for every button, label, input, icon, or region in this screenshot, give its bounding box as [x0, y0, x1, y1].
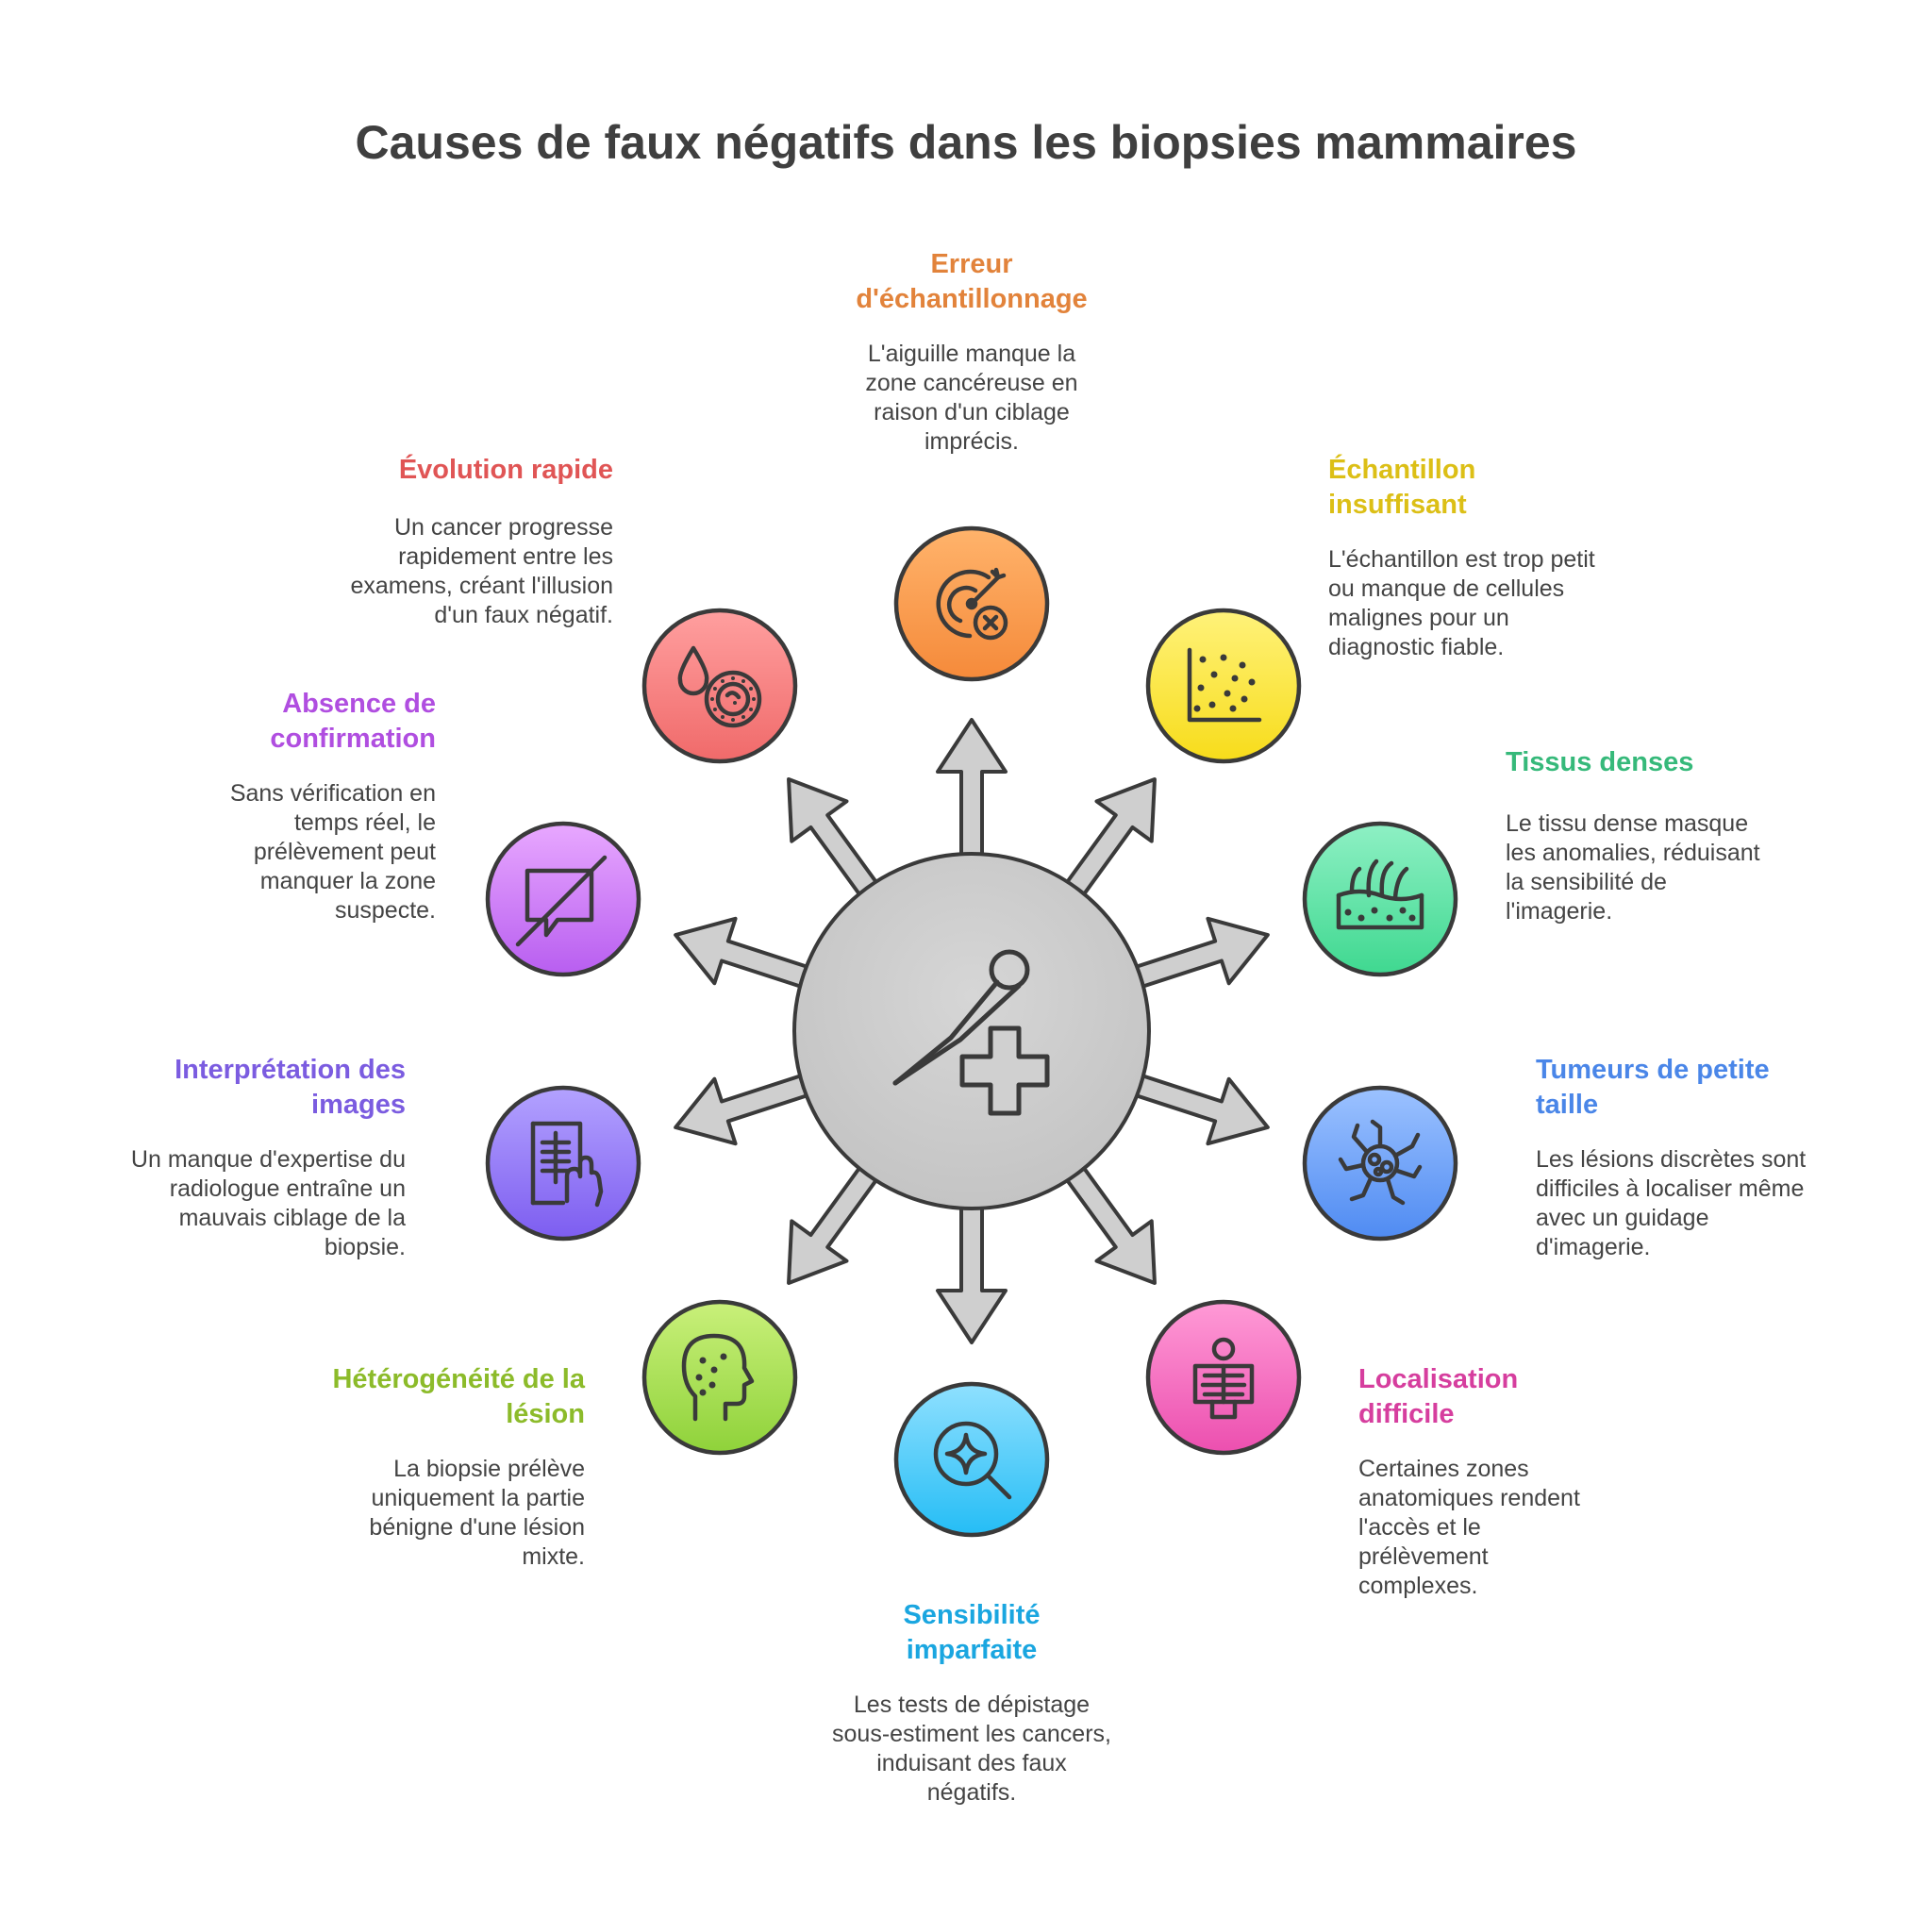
- node-interpretation-images: [485, 1085, 641, 1242]
- body-xray-icon: [1192, 1337, 1255, 1420]
- item-desc-localisation-difficile: Certaines zones anatomiques rendent l'ac…: [1358, 1456, 1580, 1599]
- head-profile-dots-icon: [681, 1333, 755, 1422]
- item-desc-heterogeneite-lesion: La biopsie prélève uniquement la partie …: [369, 1456, 585, 1570]
- item-desc-interpretation-images: Un manque d'expertise du radiologue entr…: [130, 1146, 406, 1260]
- node-circle-echantillon-insuffisant: [1145, 608, 1302, 764]
- page-title: Causes de faux négatifs dans les biopsie…: [355, 116, 1577, 169]
- node-circle-evolution-rapide: [641, 608, 798, 764]
- node-evolution-rapide: [641, 608, 798, 764]
- node-circle-tissus-denses: [1302, 821, 1458, 977]
- item-desc-echantillon-insuffisant: L'échantillon est trop petit ou manque d…: [1328, 546, 1595, 660]
- cell-virus-icon: [1338, 1119, 1423, 1206]
- item-desc-erreur-echantillonnage: L'aiguille manque la zone cancéreuse en …: [865, 341, 1078, 455]
- biopsy-needle-medical-cross-icon: [892, 949, 1050, 1116]
- item-desc-tissus-denses: Le tissu dense masque les anomalies, réd…: [1506, 810, 1760, 925]
- magnifier-sparkle-icon: [933, 1421, 1012, 1500]
- item-title-tissus-denses: Tissus denses: [1506, 747, 1694, 777]
- item-title-evolution-rapide: Évolution rapide: [398, 455, 613, 485]
- item-title-interpretation-images: Interprétation des images: [175, 1055, 406, 1120]
- item-title-heterogeneite-lesion: Hétérogénéité de la lésion: [332, 1364, 585, 1429]
- node-echantillon-insuffisant: [1145, 608, 1302, 764]
- item-title-tumeurs-petite-taille: Tumeurs de petite taille: [1536, 1055, 1770, 1120]
- node-sensibilite-imparfaite: [893, 1381, 1050, 1538]
- item-title-sensibilite-imparfaite: Sensibilité imparfaite: [903, 1600, 1041, 1665]
- item-desc-tumeurs-petite-taille: Les lésions discrètes sont difficiles à …: [1536, 1146, 1807, 1260]
- skin-tissue-icon: [1336, 858, 1424, 930]
- node-tumeurs-petite-taille: [1302, 1085, 1458, 1242]
- item-desc-absence-confirmation: Sans vérification en temps réel, le prél…: [229, 780, 436, 924]
- xray-hand-icon: [530, 1121, 604, 1208]
- node-tissus-denses: [1302, 821, 1458, 977]
- target-miss-icon: [936, 567, 1008, 641]
- item-title-localisation-difficile: Localisation difficile: [1358, 1364, 1519, 1429]
- item-desc-evolution-rapide: Un cancer progresse rapidement entre les…: [350, 514, 613, 628]
- node-erreur-echantillonnage: [893, 525, 1050, 682]
- item-title-echantillon-insuffisant: Échantillon insuffisant: [1328, 455, 1476, 520]
- item-title-erreur-echantillonnage: Erreur d'échantillonnage: [856, 249, 1088, 314]
- node-heterogeneite-lesion: [641, 1299, 798, 1456]
- drop-cell-icon: [677, 645, 762, 728]
- node-localisation-difficile: [1145, 1299, 1302, 1456]
- message-off-icon: [515, 855, 608, 947]
- item-title-absence-confirmation: Absence de confirmation: [270, 689, 436, 754]
- item-desc-sensibilite-imparfaite: Les tests de dépistage sous-estiment les…: [832, 1692, 1111, 1806]
- nodes-group: [485, 525, 1458, 1538]
- node-absence-confirmation: [485, 821, 641, 977]
- node-circle-heterogeneite-lesion: [641, 1299, 798, 1456]
- scatter-plot-icon: [1187, 647, 1262, 723]
